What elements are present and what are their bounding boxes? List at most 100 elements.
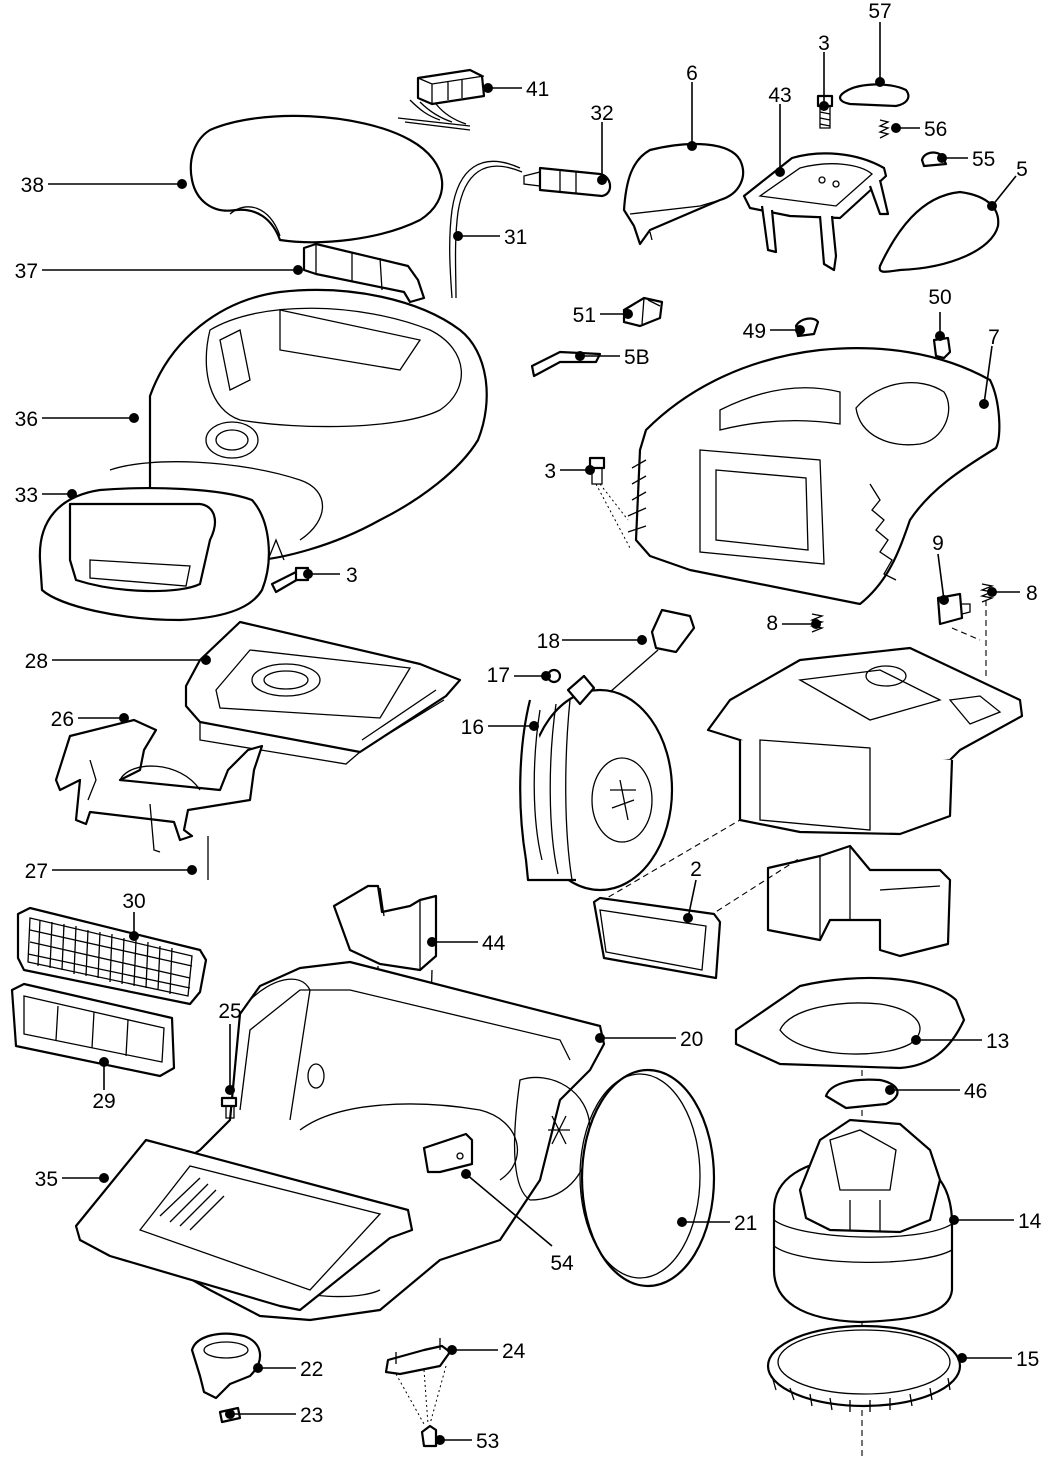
part-53-screw — [420, 1424, 438, 1448]
callout-c7: 7 — [979, 326, 1000, 409]
callout-c8b: 8 — [766, 612, 821, 635]
callout-leader-line — [983, 345, 993, 405]
callout-c44: 44 — [427, 932, 506, 955]
callout-c27: 27 — [25, 860, 197, 883]
callout-c51: 51 — [573, 304, 633, 327]
callout-label: 27 — [25, 860, 48, 883]
callout-dot — [575, 351, 585, 361]
callout-c13: 13 — [911, 1030, 1009, 1053]
callout-dot — [99, 1057, 109, 1067]
callout-dot — [293, 265, 303, 275]
part-12-lower-assembly — [766, 844, 952, 958]
callout-dot — [541, 671, 551, 681]
callout-dot — [187, 865, 197, 875]
part-6-cover — [622, 142, 745, 246]
callout-c26: 26 — [51, 708, 129, 731]
callout-label: 50 — [928, 286, 951, 309]
callout-dot — [595, 1033, 605, 1043]
callout-dot — [461, 1169, 471, 1179]
callout-label: 53 — [476, 1430, 499, 1453]
part-3-screw-left — [270, 566, 310, 594]
callout-dot — [201, 655, 211, 665]
callout-label: 13 — [986, 1030, 1009, 1053]
part-57-cap — [839, 83, 910, 108]
callout-dot — [119, 713, 129, 723]
callout-dot — [687, 141, 697, 151]
part-3-screw-top — [816, 94, 834, 129]
callout-dot — [949, 1215, 959, 1225]
part-25-screw — [220, 1096, 238, 1119]
callout-c50: 50 — [928, 286, 952, 341]
callout-c3b: 3 — [544, 460, 595, 483]
callout-label: 17 — [487, 664, 510, 687]
callout-c55: 55 — [937, 148, 995, 171]
callout-label: 8 — [766, 612, 778, 635]
callout-c43: 43 — [768, 84, 792, 177]
callout-c2: 2 — [683, 858, 702, 923]
callout-dot — [129, 931, 139, 941]
callout-c32: 32 — [590, 102, 614, 185]
part-18-plug — [593, 608, 696, 707]
callout-dot — [225, 1409, 235, 1419]
callout-label: 21 — [734, 1212, 757, 1235]
callout-label: 30 — [122, 890, 145, 913]
part-22-foot — [190, 1332, 261, 1400]
callout-c30: 30 — [122, 890, 146, 941]
callout-dot — [67, 489, 77, 499]
part-8-spring-mid — [809, 613, 825, 633]
part-38-top-cover — [189, 114, 444, 244]
callout-c46: 46 — [885, 1080, 987, 1103]
callout-dot — [303, 569, 313, 579]
callout-c9: 9 — [932, 532, 949, 605]
callout-label: 43 — [768, 84, 791, 107]
callout-label: 51 — [573, 304, 596, 327]
callout-c31: 31 — [453, 226, 527, 249]
callout-c57: 57 — [868, 0, 892, 87]
part-3-screw-mid — [588, 456, 631, 549]
callout-c25: 25 — [218, 1000, 242, 1095]
callout-label: 36 — [15, 408, 38, 431]
callout-dot — [597, 175, 607, 185]
callout-c17: 17 — [487, 664, 551, 687]
part-54-bracket — [422, 1132, 474, 1174]
callout-label: 2 — [690, 858, 702, 881]
part-21-wheel — [579, 1068, 716, 1288]
callout-dot — [435, 1435, 445, 1445]
callout-dot — [447, 1345, 457, 1355]
callout-c3c: 3 — [303, 564, 358, 587]
callout-label: 32 — [590, 102, 613, 125]
part-26-bag-holder — [54, 718, 264, 853]
callout-c49: 49 — [743, 320, 805, 343]
callout-label: 22 — [300, 1358, 323, 1381]
callout-dot — [979, 399, 989, 409]
callout-label: 3 — [818, 32, 830, 55]
callout-label: 29 — [92, 1090, 115, 1113]
callout-label: 24 — [502, 1340, 526, 1363]
callout-leader-line — [937, 553, 945, 601]
part-36-housing — [109, 288, 488, 562]
part-31-cable — [449, 160, 523, 299]
callout-label: 3 — [346, 564, 358, 587]
callout-label: 18 — [537, 630, 560, 653]
callout-label: 14 — [1018, 1210, 1042, 1233]
callout-dot — [483, 83, 493, 93]
callout-label: 46 — [964, 1080, 987, 1103]
callout-label: 41 — [526, 78, 549, 101]
callout-dot — [177, 179, 187, 189]
callout-c22: 22 — [253, 1358, 323, 1381]
callout-dot — [911, 1035, 921, 1045]
callout-dot — [453, 231, 463, 241]
callout-c56: 56 — [891, 118, 947, 141]
callout-dot — [811, 619, 821, 629]
callout-dot — [937, 153, 947, 163]
part-14-motor — [772, 1118, 954, 1324]
callout-label: 33 — [15, 484, 38, 507]
callout-label: 26 — [51, 708, 74, 731]
part-13-gasket — [734, 976, 966, 1070]
callout-c37: 37 — [15, 260, 303, 283]
part-15-ring — [766, 1324, 962, 1412]
callout-dot — [529, 721, 539, 731]
callout-dot — [99, 1173, 109, 1183]
callout-dot — [935, 331, 945, 341]
